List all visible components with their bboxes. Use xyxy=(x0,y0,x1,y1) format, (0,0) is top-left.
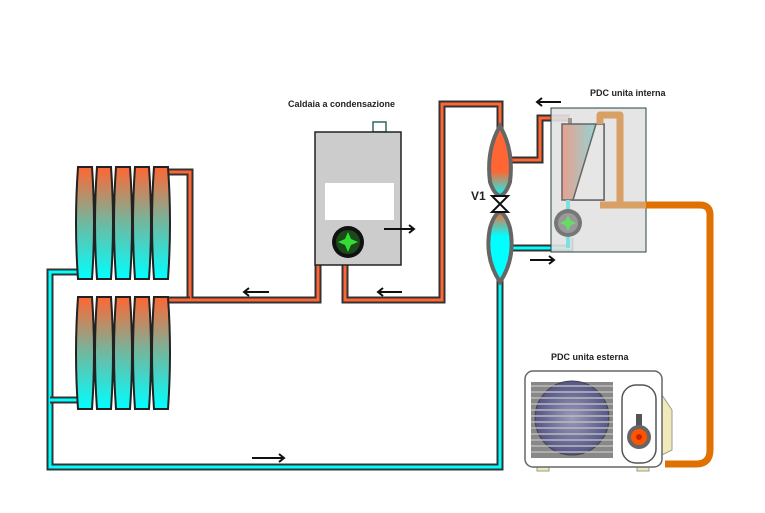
compressor-icon xyxy=(627,414,651,449)
arrow-right-icon xyxy=(530,255,556,265)
hydraulic-separator xyxy=(486,122,514,286)
radiator-lower xyxy=(75,296,171,410)
outdoor-unit-label: PDC unita esterna xyxy=(551,352,630,362)
arrow-left-icon xyxy=(242,287,269,297)
flow-arrows xyxy=(242,97,561,463)
hot-pipes xyxy=(168,100,570,304)
boiler-pump-icon xyxy=(332,226,364,258)
arrow-left-icon xyxy=(376,287,402,297)
heat-pump-indoor-unit xyxy=(550,107,647,253)
flue-pipe xyxy=(372,121,387,133)
radiator-upper xyxy=(75,166,171,280)
arrow-right-icon xyxy=(252,453,286,463)
arrow-right-icon xyxy=(384,224,416,234)
condensing-boiler xyxy=(314,121,402,266)
indoor-pump-icon xyxy=(554,209,582,237)
fan-grille xyxy=(531,385,613,453)
heat-pump-outdoor-unit xyxy=(524,370,673,472)
valve-v1-icon xyxy=(489,195,511,213)
boiler-label: Caldaia a condensazione xyxy=(288,99,395,109)
indoor-unit-label: PDC unita interna xyxy=(590,88,667,98)
boiler-display xyxy=(325,183,394,220)
valve-label: V1 xyxy=(471,189,486,203)
arrow-left-icon xyxy=(535,97,561,107)
refrigerant-pipe xyxy=(646,201,714,468)
